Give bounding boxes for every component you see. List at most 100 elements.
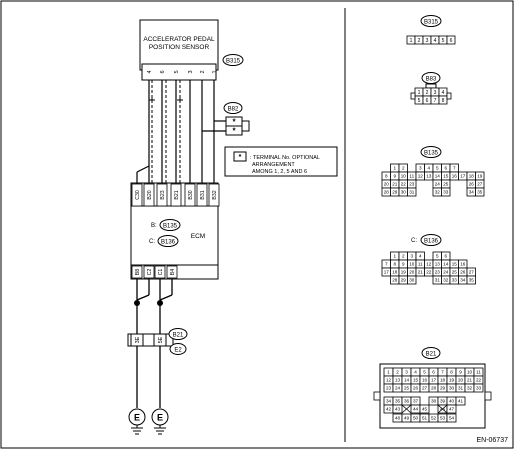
- b136-pin: 21: [418, 270, 424, 275]
- note-line2: ARRANGEMENT: [252, 162, 295, 168]
- sensor-title-line1: ACCELERATOR PEDAL: [143, 36, 215, 43]
- b21-pin: 43: [395, 407, 401, 412]
- b21-pin: 9: [459, 370, 462, 375]
- b135-pin: 4: [427, 166, 430, 171]
- b135-pin: 31: [409, 190, 415, 195]
- ecm-c-connector: B136: [161, 240, 176, 246]
- sensor-connector-text: B315: [226, 59, 241, 65]
- b136-pin: 12: [426, 262, 432, 267]
- b21-pin-5e: 5E: [158, 336, 164, 343]
- b21-pin: 26: [413, 386, 419, 391]
- b135-pin: 19: [477, 174, 483, 179]
- b136-pin: 15: [452, 262, 458, 267]
- sensor-pin-label: 2: [200, 70, 206, 73]
- ground-wiring: [136, 279, 173, 408]
- ground-symbols: E E: [128, 408, 169, 435]
- b136-pin: 10: [409, 262, 415, 267]
- b82-label: B82: [228, 107, 239, 113]
- b21-pin: 6: [432, 370, 435, 375]
- b315-pin: 1: [410, 38, 413, 44]
- b21-pin: 27: [422, 386, 428, 391]
- accelerator-pedal-sensor: ACCELERATOR PEDAL POSITION SENSOR: [139, 19, 219, 81]
- b135-pin: 35: [477, 190, 483, 195]
- b136-pin: 27: [469, 270, 475, 275]
- b21-inline-connector: 3E 5E B21 E2: [127, 328, 188, 355]
- ecm-bottom-pin-label: B8: [135, 269, 141, 275]
- b21-label: B21: [426, 352, 437, 358]
- b135-pin: 28: [384, 190, 390, 195]
- b135-pin: 14: [435, 174, 441, 179]
- b21-pin: 10: [467, 370, 473, 375]
- b135-pin: 32: [435, 190, 441, 195]
- b21-pin: 38: [431, 399, 437, 404]
- b136-pin: 25: [452, 270, 458, 275]
- b136-pin: 11: [418, 262, 423, 267]
- b135-pin: 1: [393, 166, 396, 171]
- b21-pin: 31: [458, 386, 464, 391]
- b136-pin: 9: [402, 262, 405, 267]
- b135-label: B135: [424, 151, 439, 157]
- b21-pin: 22: [476, 378, 482, 383]
- b135-pin: 21: [392, 182, 398, 187]
- b21-pin: 29: [440, 386, 446, 391]
- b136-pin: 18: [392, 270, 398, 275]
- b21-pin: 18: [440, 378, 446, 383]
- b21-inline-label: B21: [173, 333, 184, 339]
- b21-pin: 20: [458, 378, 464, 383]
- ecm-bottom-pin-label: C1: [158, 269, 164, 276]
- b315-label: B315: [424, 20, 439, 26]
- b136-pin: 13: [435, 262, 441, 267]
- ground-right-label: E: [157, 413, 163, 423]
- b21-pin: 8: [450, 370, 453, 375]
- b135-pin: 2: [402, 166, 405, 171]
- sensor-connector-label: B315: [222, 54, 244, 66]
- b136-pin: 30: [409, 278, 415, 283]
- b21-pin: 2: [396, 370, 399, 375]
- b136-pin: 20: [409, 270, 415, 275]
- b136-pin: 7: [385, 262, 388, 267]
- b135-pin: 13: [426, 174, 432, 179]
- b135-pin: 27: [477, 182, 483, 187]
- sensor-pin-label: 3: [188, 70, 194, 73]
- note-star: *: [239, 154, 242, 161]
- b136-pin: 28: [392, 278, 398, 283]
- b82-pin-top: *: [232, 118, 236, 127]
- b21-pin: 14: [404, 378, 410, 383]
- b21-pin: 39: [440, 399, 446, 404]
- b21-pin: 4: [414, 370, 417, 375]
- ecm-top-pin-label: C30: [135, 190, 141, 200]
- b21-pin: 51: [422, 416, 428, 421]
- b135-pin: 23: [409, 182, 415, 187]
- b136-pin: 23: [435, 270, 441, 275]
- ground-left-label: E: [134, 413, 140, 423]
- b135-pin: 18: [469, 174, 475, 179]
- b135-pin: 20: [384, 182, 390, 187]
- ecm-b-connector: B135: [163, 224, 178, 230]
- b83-pin: 3: [434, 90, 437, 96]
- b135-pin: 26: [469, 182, 475, 187]
- b21-pin: 49: [404, 416, 410, 421]
- b136-pin: 17: [384, 270, 390, 275]
- b21-pin: 23: [386, 386, 392, 391]
- b21-pin: 42: [386, 407, 392, 412]
- b135-pin: 30: [401, 190, 407, 195]
- b82-connector: B82 * *: [202, 102, 250, 136]
- b21-pin: 50: [413, 416, 419, 421]
- b135-pin: 7: [453, 166, 456, 171]
- b136-prefix: C:: [411, 238, 417, 244]
- b315-pin: 5: [442, 38, 445, 44]
- ecm-top-pin-label: B23: [160, 190, 166, 199]
- b21-pin: 17: [431, 378, 437, 383]
- b135-pin: 24: [435, 182, 441, 187]
- b135-pin: 11: [409, 174, 414, 179]
- b136-pin: 24: [443, 270, 449, 275]
- sensor-ecm-wires: [148, 80, 215, 184]
- b21-pin: 44: [413, 407, 419, 412]
